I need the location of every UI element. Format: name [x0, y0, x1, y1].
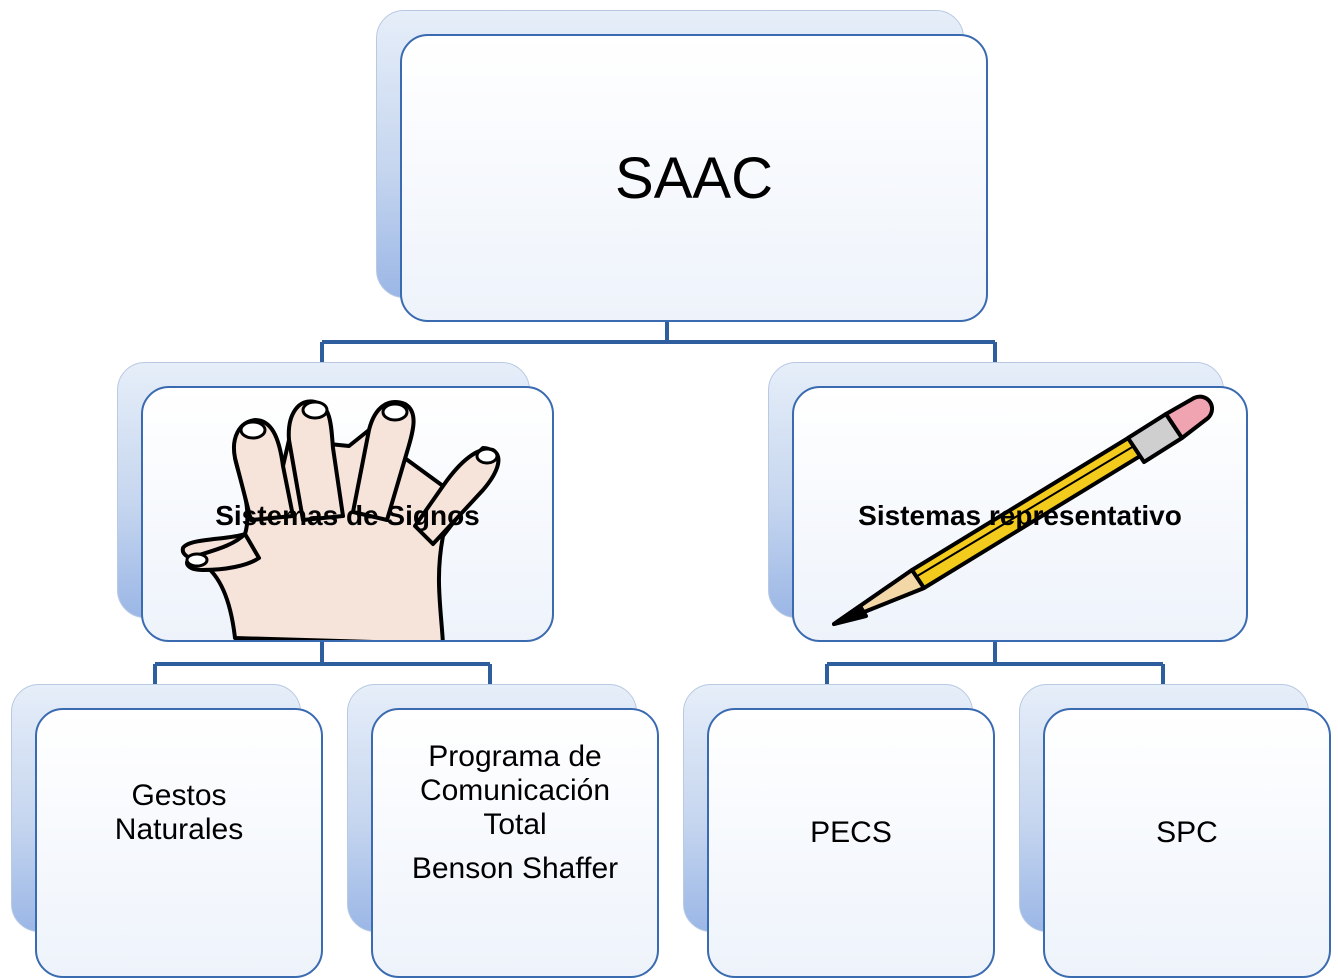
leaf-node-programa-front: Programa de Comunicación Total Benson Sh… [371, 708, 659, 978]
leaf-label-programa: Programa de Comunicación Total Benson Sh… [373, 710, 657, 916]
branch-node-representativo-front: Sistemas representativo [792, 386, 1248, 642]
leaf-programa-line2: Comunicación [419, 774, 611, 807]
leaf-pecs-line1: PECS [810, 816, 892, 849]
leaf-node-pecs-front: PECS [707, 708, 995, 978]
pencil-icon [832, 394, 1214, 626]
leaf-label-spc: SPC [1045, 710, 1329, 956]
hand-icon [180, 399, 501, 640]
root-node-front: SAAC [400, 34, 988, 322]
root-connector [320, 320, 997, 388]
branch-label-signos: Sistemas de Signos [215, 500, 480, 531]
root-label: SAAC [615, 145, 773, 211]
leaf-programa-subtitle: Benson Shaffer [411, 852, 619, 885]
representativo-connector [825, 640, 1165, 708]
leaf-programa-line1: Programa de [428, 740, 602, 773]
signos-connector [153, 640, 492, 708]
leaf-label-gestos: Gestos Naturales [37, 710, 321, 916]
branch-label-representativo: Sistemas representativo [858, 500, 1182, 531]
leaf-spc-line1: SPC [1156, 816, 1218, 849]
leaf-programa-line3: Total [483, 808, 547, 841]
branch-node-signos-front: Sistemas de Signos [141, 386, 554, 642]
leaf-node-spc-front: SPC [1043, 708, 1331, 978]
leaf-gestos-line1: Gestos [131, 779, 227, 812]
leaf-label-pecs: PECS [709, 710, 993, 956]
leaf-gestos-line2: Naturales [114, 813, 244, 846]
leaf-node-gestos-front: Gestos Naturales [35, 708, 323, 978]
